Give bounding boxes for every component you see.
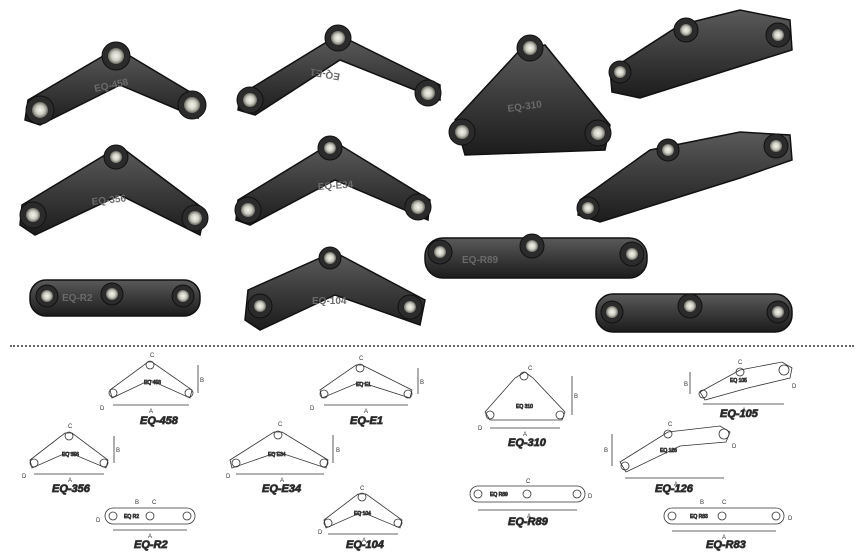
diagram-inner-label: EQ 356 [62,452,79,458]
dim-a: A [280,478,284,484]
dim-c: C [360,486,365,492]
diagram-label: EQ-356 [52,483,91,495]
dim-a: A [523,432,527,438]
dimension-letters: C B A D C B A D C B A D C B A D C B A D … [22,353,797,544]
dim-d: D [226,474,231,480]
dim-b: B [700,500,704,506]
dim-c: C [359,356,364,362]
diagram-label: EQ-R89 [508,516,549,528]
diagram-eq-r83 [663,507,785,532]
diagram-eq-104 [323,492,403,535]
diagram-inner-label: EQ 105 [730,378,747,384]
dim-c: C [722,500,727,506]
dim-a: A [68,478,72,484]
diagram-label: EQ-126 [655,483,694,495]
dim-b: B [116,448,120,454]
diagram-label: EQ-E1 [350,415,383,427]
dim-b: B [336,448,340,454]
diagram-eq-r89 [469,485,586,511]
dim-c: C [528,366,533,372]
dim-c: C [738,360,743,366]
photo-emboss-text: EQ-R2 [62,293,93,304]
photo-emboss-text: EQ-E1 [309,66,341,82]
photo-part-eq-356: EQ-356 [19,144,209,237]
diagram-eq-458 [108,360,199,406]
photo-part-arm-top [608,9,793,99]
photo-emboss-text: EQ-104 [312,296,347,307]
diagram-label: EQ-E34 [262,483,301,495]
diagram-label: EQ-105 [720,408,759,420]
photo-part-eq-e1: EQ-E1 [236,24,442,116]
dotted-separator [10,345,854,347]
dim-a: A [722,535,726,541]
dim-d: D [318,530,323,536]
dim-a: A [527,514,531,520]
diagram-eq-356 [29,431,115,475]
dim-b: B [684,382,688,388]
diagram-label: EQ-310 [508,437,547,449]
photo-part-eq-104: EQ-104 [244,246,426,331]
diagram-eq-e1 [319,363,419,406]
dim-a: A [149,409,153,415]
diagram-eq-e34 [229,430,334,475]
diagram-inner-label: EQ R89 [490,492,508,498]
diagram-label: EQ-R83 [706,539,746,551]
photo-emboss-text: EQ-356 [91,193,127,208]
diagram-inner-label: EQ E34 [268,452,286,458]
dim-a: A [362,538,366,544]
dim-d: D [788,516,793,522]
dim-c: C [150,353,155,359]
diagram-label: EQ-458 [140,415,179,427]
dim-b: B [420,380,424,386]
equalizer-photo: EQ-458 EQ-E1 EQ-310 EQ-356 EQ-E34 [19,9,793,333]
dim-c: C [152,500,157,506]
dim-c: C [526,479,531,485]
dim-a: A [148,534,152,540]
diagram-inner-label: EQ 104 [354,511,371,517]
dim-a: A [742,408,746,414]
diagram-label: EQ-104 [346,539,384,551]
diagram-eq-105 [689,361,793,405]
dim-d: D [732,444,737,450]
photo-emboss-text: EQ-E34 [317,180,354,193]
dim-d: D [310,406,315,412]
dim-b: B [574,394,578,400]
photo-part-eq-r2: EQ-R2 [29,279,201,317]
photo-part-eq-458: EQ-458 [24,41,207,126]
photo-part-eq-r89: EQ-R89 [424,233,648,279]
diagram-inner-label: EQ 310 [516,404,533,410]
dim-d: D [100,406,105,412]
photo-emboss-text: EQ-310 [507,99,543,115]
dim-b: B [604,448,608,454]
dim-a: A [674,482,678,488]
photo-part-arm-mid [576,131,793,223]
dim-d: D [22,474,27,480]
photo-part-eq-r83 [595,293,793,333]
diagram-inner-label: EQ 126 [660,448,677,454]
diagram-eq-r2 [104,507,196,531]
photo-emboss-text: EQ-R89 [462,255,499,266]
dim-b: B [135,500,139,506]
photo-part-eq-310: EQ-310 [448,34,612,156]
dim-c: C [278,422,283,428]
dim-d: D [588,494,593,500]
dim-a: A [364,409,368,415]
dim-b: B [200,378,204,384]
diagram-eq-126 [611,425,731,479]
diagram-inner-label: EQ R2 [124,514,139,520]
dim-d: D [792,384,797,390]
diagram-inner-label: EQ 458 [144,380,161,386]
diagram-inner-label: EQ R83 [690,514,708,520]
dimension-diagrams: EQ 458 EQ-458 EQ E1 EQ-E1 EQ 310 EQ-310 … [22,353,797,551]
dim-c: C [668,422,673,428]
diagram-label: EQ-R2 [134,539,168,551]
dim-d: D [96,518,101,524]
dim-d: D [478,426,483,432]
diagram-eq-310 [484,371,573,429]
diagram-inner-label: EQ E1 [356,382,371,388]
photo-part-eq-e34: EQ-E34 [234,135,432,226]
dim-c: C [68,424,73,430]
